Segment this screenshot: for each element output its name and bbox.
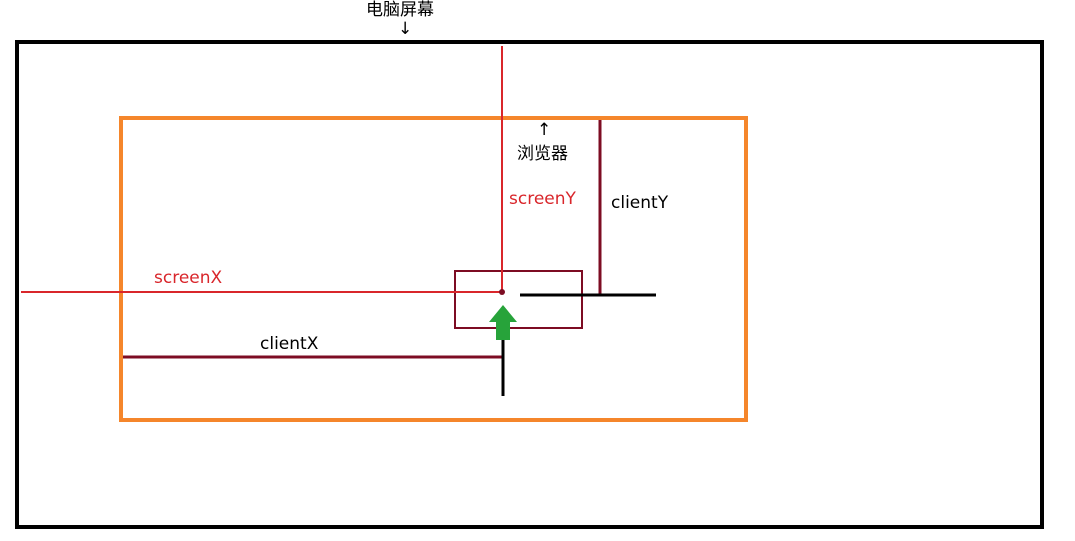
clientY-label: clientY (611, 193, 669, 213)
screenX-label: screenX (154, 268, 223, 288)
clientX-label: clientX (260, 334, 319, 354)
element-box (454, 270, 583, 329)
browser-frame (119, 116, 748, 422)
up-arrow-icon (489, 305, 517, 340)
screen-label: 电脑屏幕 (366, 0, 434, 20)
screen-frame (15, 40, 1044, 529)
screen-down-arrow-icon: ↓ (398, 19, 413, 39)
cursor-point (499, 289, 505, 295)
browser-label: 浏览器 (517, 144, 568, 164)
screenY-label: screenY (509, 189, 576, 209)
browser-up-arrow-icon: ↑ (537, 120, 552, 140)
